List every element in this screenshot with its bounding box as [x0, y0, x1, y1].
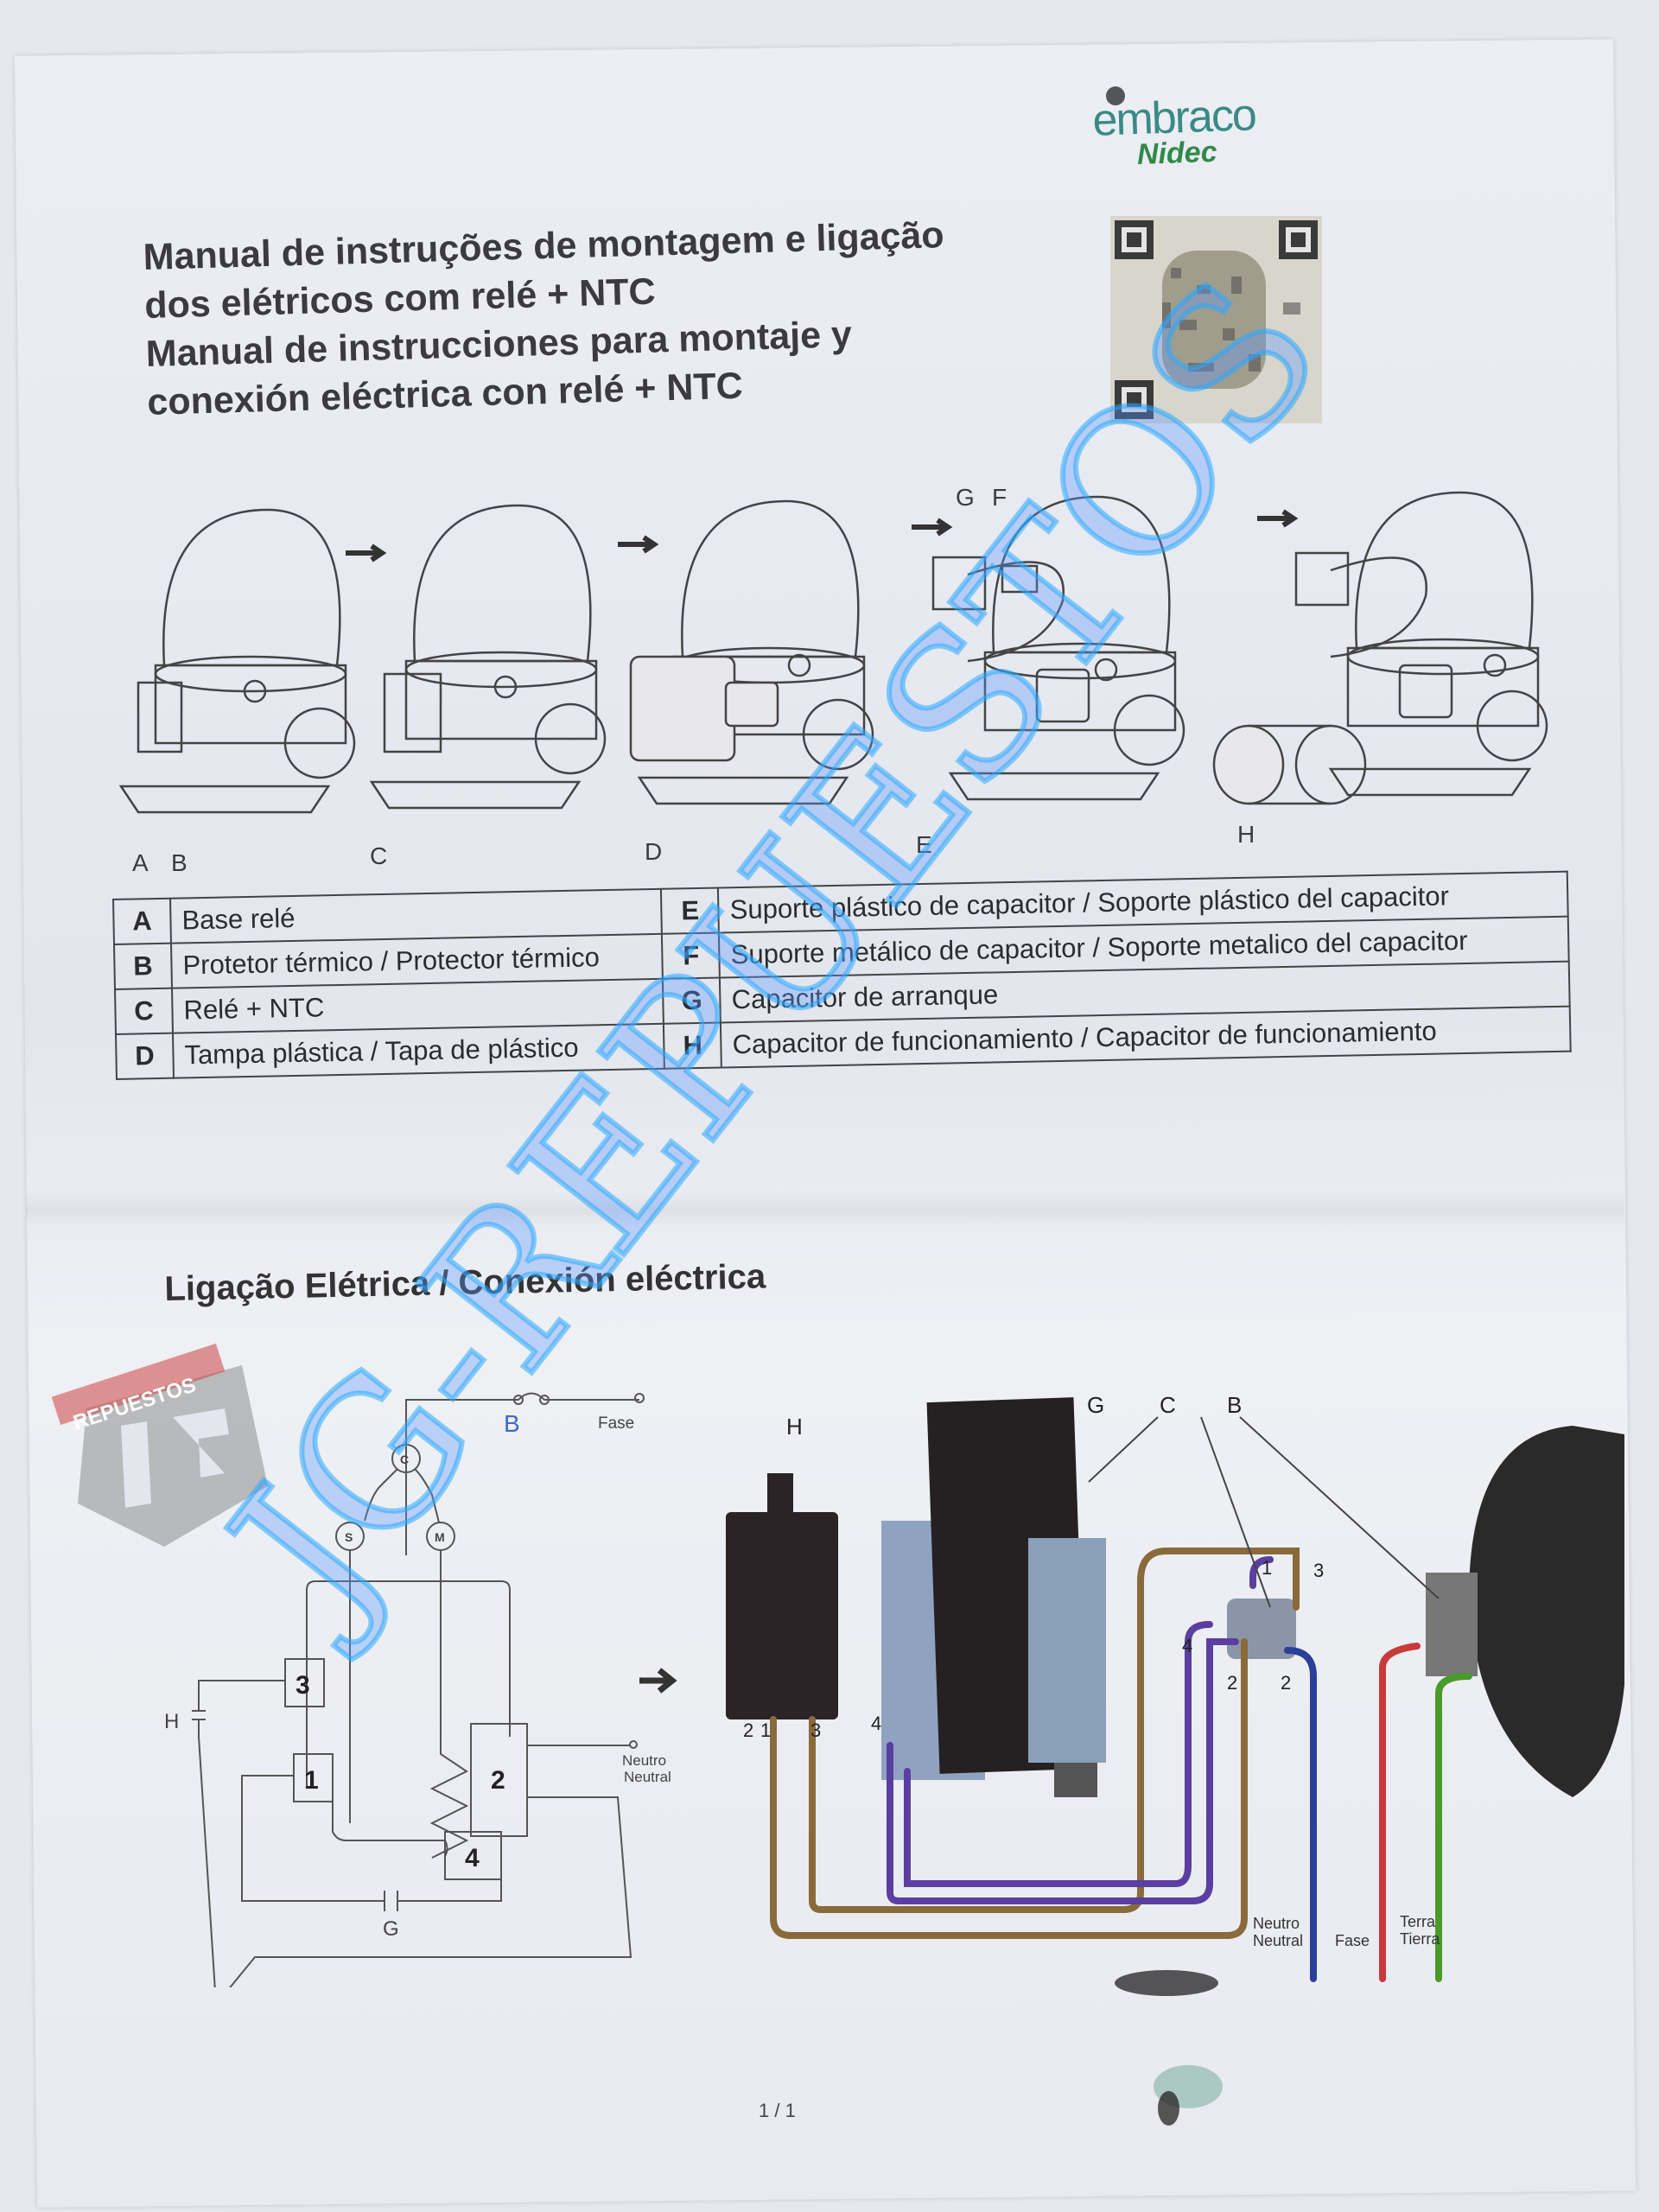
- compressor-step-4: [931, 495, 1185, 801]
- embraco-logo: embraco Nidec: [1091, 86, 1327, 173]
- label-f: F: [992, 484, 1007, 511]
- label-e: E: [916, 831, 932, 858]
- parts-legend-table: A Base relé E Suporte plástico de capaci…: [112, 871, 1572, 1080]
- block-1: 1: [304, 1766, 319, 1795]
- compressor-step-5: [1294, 491, 1548, 797]
- label-a: A: [132, 849, 149, 876]
- label-d: D: [645, 838, 663, 865]
- terminal-tierra: Tierra: [1400, 1930, 1440, 1948]
- block-4: 4: [465, 1844, 480, 1872]
- ink-stain: [1158, 2091, 1179, 2126]
- pin-label: 4: [1182, 1635, 1192, 1656]
- run-capacitor-h: [726, 1512, 838, 1719]
- legend-key: A: [113, 898, 172, 944]
- wiring-label-c: C: [1160, 1392, 1176, 1418]
- arrow-icon: [639, 1668, 677, 1694]
- legend-key: G: [663, 977, 721, 1024]
- terminal-s: S: [345, 1530, 353, 1544]
- schematic-label-g: G: [383, 1917, 399, 1941]
- pin-label: 3: [810, 1719, 821, 1741]
- compressor-step-2: [369, 504, 607, 810]
- terminal-neutro: Neutro: [1253, 1915, 1300, 1932]
- wiring-label-g: G: [1087, 1392, 1104, 1418]
- legend-key: C: [115, 988, 174, 1034]
- legend-key: D: [116, 1033, 174, 1079]
- watermark-badge: REPUESTOS: [52, 1343, 268, 1547]
- compressor-step-1: [118, 508, 356, 814]
- qr-code: [1110, 216, 1322, 423]
- terminal-fase: Fase: [1335, 1932, 1370, 1949]
- schematic-label-neutro: Neutro: [622, 1752, 666, 1769]
- block-2: 2: [491, 1766, 505, 1795]
- terminal-c: C: [400, 1452, 409, 1466]
- label-g: G: [956, 484, 975, 511]
- label-h: H: [1237, 821, 1255, 848]
- ink-stain: [1115, 1970, 1218, 1996]
- schematic-label-h: H: [164, 1710, 179, 1733]
- page-number: 1 / 1: [759, 2100, 796, 2121]
- terminal-neutral: Neutral: [1253, 1932, 1303, 1949]
- assembly-steps-illustration: [118, 491, 1548, 814]
- terminal-terra: Terra: [1400, 1913, 1436, 1930]
- legend-key: F: [662, 932, 721, 979]
- run-capacitor-cylinder: [1212, 724, 1367, 805]
- electrical-schematic: B Fase C S M 1 2 3 4 H G Neutro Neutral: [164, 1392, 677, 1987]
- schematic-label-b: B: [504, 1410, 520, 1437]
- schematic-label-fase: Fase: [598, 1414, 634, 1433]
- paper-fold: [26, 1192, 1624, 1227]
- schematic-label-neutral: Neutral: [624, 1769, 671, 1785]
- label-b: B: [171, 849, 188, 876]
- pin-label: 4: [871, 1713, 881, 1734]
- label-c: C: [370, 842, 388, 869]
- pin-label: 3: [1313, 1560, 1324, 1581]
- ink-stain: [1106, 86, 1125, 105]
- legend-key: H: [664, 1022, 722, 1069]
- pin-label: 2: [1227, 1672, 1237, 1694]
- terminal-m: M: [435, 1530, 445, 1544]
- compressor-step-3: [629, 499, 874, 805]
- legend-key: E: [661, 887, 720, 934]
- pin-label: 2: [1281, 1672, 1291, 1694]
- wiring-label-b: B: [1227, 1392, 1242, 1418]
- wiring-illustration: H G C B 1 2 3 4 2 3 4 1 2 Neutro Neutral…: [726, 1392, 1624, 1982]
- block-3: 3: [296, 1671, 310, 1700]
- wiring-label-h: H: [786, 1414, 803, 1440]
- compressor-side: [1469, 1426, 1624, 1797]
- pin-label: 1: [1262, 1557, 1272, 1579]
- thermal-protector-b: [1426, 1573, 1478, 1676]
- pin-label: 1: [760, 1719, 771, 1741]
- legend-key: B: [114, 943, 173, 989]
- document-title: Manual de instruções de montagem e ligaç…: [143, 211, 949, 427]
- pin-label: 2: [743, 1719, 753, 1741]
- legend-text: Tampa plástica / Tapa de plástico: [173, 1023, 665, 1078]
